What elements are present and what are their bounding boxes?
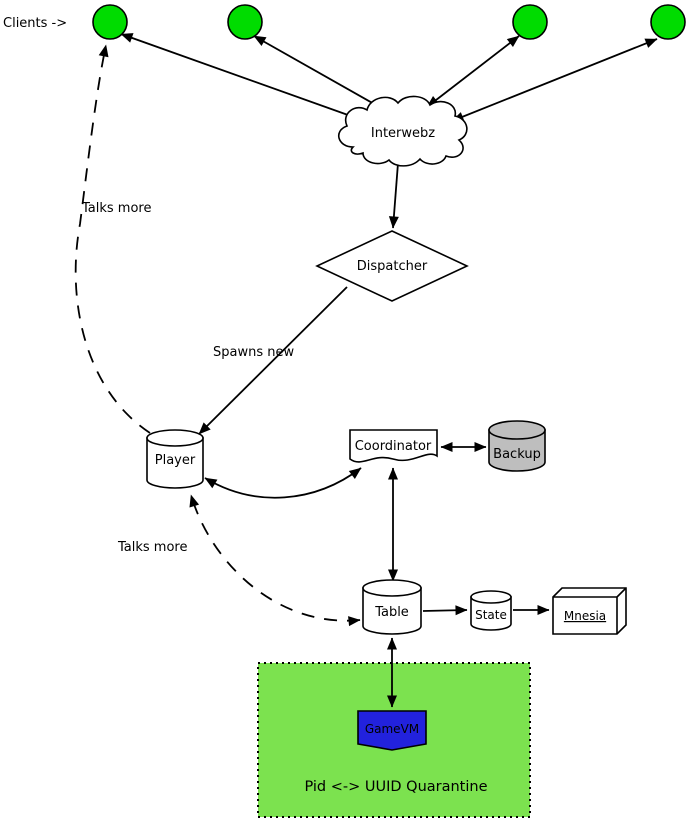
gamevm-label: GameVM (365, 722, 419, 736)
edge-table-player-talks-more (189, 494, 361, 627)
mnesia-box-outline (552, 587, 627, 635)
client-node-4 (650, 4, 686, 40)
talks-more-bottom-label: Talks more (117, 540, 187, 555)
edge-player-client1-talks-more (74, 44, 151, 434)
client-node-3 (512, 4, 548, 40)
backup-cylinder-body (488, 429, 546, 472)
edge-interwebz-dispatcher (388, 162, 399, 229)
table-label: Table (374, 605, 409, 620)
edge-dispatcher-player (198, 286, 348, 435)
gamevm-shape (357, 710, 427, 751)
coordinator-node: Coordinator (349, 429, 438, 463)
quarantine-label: Pid <-> UUID Quarantine (304, 779, 487, 795)
edge-client2-interwebz (253, 35, 384, 110)
gamevm-node: GameVM (357, 710, 427, 751)
dispatcher-node: Dispatcher (315, 230, 469, 302)
client-node-2 (227, 4, 263, 40)
table-node: Table (362, 579, 422, 635)
clients-label: Clients -> (3, 16, 67, 31)
edges (74, 33, 658, 708)
spawns-new-label: Spawns new (213, 345, 294, 360)
table-cylinder-top (362, 579, 422, 597)
state-cylinder-body (470, 596, 512, 631)
coordinator-label: Coordinator (355, 439, 432, 454)
player-node: Player (146, 429, 204, 489)
mnesia-label: Mnesia (564, 609, 606, 623)
edge-table-state (422, 605, 468, 616)
mnesia-box-edges (553, 587, 627, 634)
cloud-shape (337, 95, 468, 167)
edge-client3-interwebz (426, 35, 520, 108)
edge-player-coordinator (204, 467, 362, 499)
mnesia-node: Mnesia (552, 587, 627, 635)
table-cylinder-body (362, 587, 422, 635)
state-cylinder-top (470, 590, 512, 604)
diamond-shape (315, 230, 469, 302)
edge-client4-interwebz (451, 38, 658, 122)
player-cylinder-body (146, 437, 204, 489)
dispatcher-label: Dispatcher (357, 259, 428, 274)
player-cylinder-top (146, 429, 204, 447)
state-label: State (475, 608, 507, 622)
client-node-1 (92, 4, 128, 40)
client-nodes (92, 4, 686, 40)
state-node: State (470, 590, 512, 631)
backup-node: Backup (488, 420, 546, 472)
interwebz-label: Interwebz (371, 126, 435, 141)
backup-cylinder-top (488, 420, 546, 440)
talks-more-top-label: Talks more (81, 201, 151, 216)
backup-label: Backup (493, 447, 541, 462)
interwebz-node: Interwebz (337, 95, 468, 167)
player-label: Player (155, 453, 196, 468)
coordinator-shape (349, 429, 438, 463)
